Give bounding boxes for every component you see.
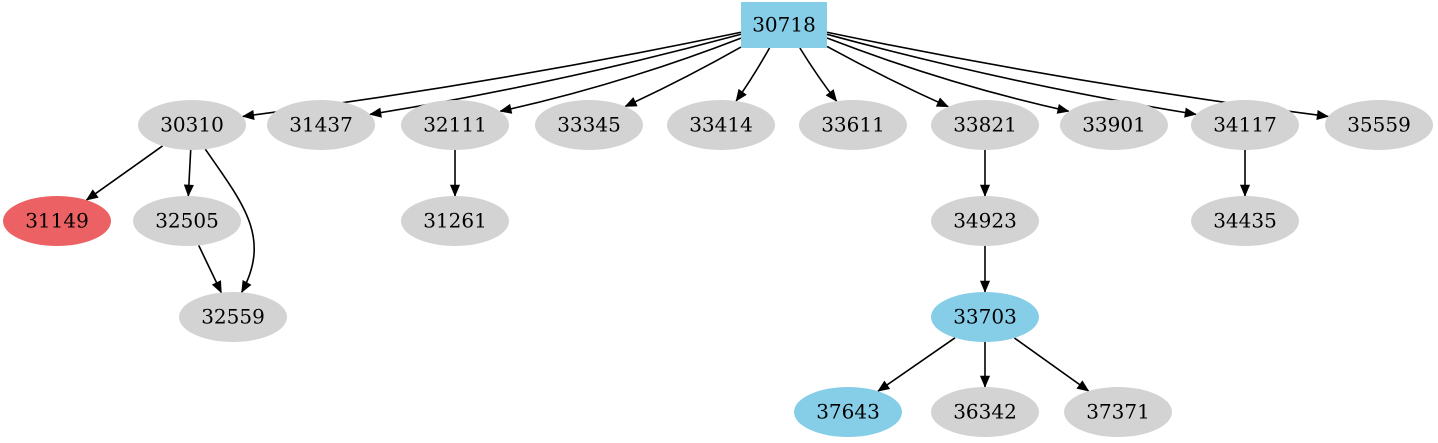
graph-node-34923[interactable]: 34923	[931, 196, 1039, 246]
node-ellipse[interactable]	[3, 196, 111, 246]
node-label: 34435	[1213, 209, 1277, 233]
node-ellipse[interactable]	[931, 196, 1039, 246]
node-label: 32505	[155, 209, 219, 233]
arrow-head-icon	[979, 280, 991, 293]
graph-node-31261[interactable]: 31261	[401, 196, 509, 246]
arrow-head-icon	[979, 375, 991, 388]
graph-node-32505[interactable]: 32505	[133, 196, 241, 246]
node-ellipse[interactable]	[1060, 100, 1168, 150]
arrow-head-icon	[369, 107, 382, 118]
node-ellipse[interactable]	[535, 100, 643, 150]
edge-30718-to-32111	[499, 37, 742, 113]
arrow-head-icon	[1076, 380, 1090, 392]
graph-node-32559[interactable]: 32559	[179, 292, 287, 342]
arrow-head-icon	[85, 189, 99, 201]
arrow-head-icon	[624, 97, 638, 107]
node-ellipse[interactable]	[1064, 387, 1172, 437]
graph-node-33611[interactable]: 33611	[799, 100, 907, 150]
node-ellipse[interactable]	[133, 196, 241, 246]
graph-node-33414[interactable]: 33414	[667, 100, 775, 150]
node-label: 31261	[423, 209, 487, 233]
graph-node-37371[interactable]: 37371	[1064, 387, 1172, 437]
graph-node-33703[interactable]: 33703	[931, 292, 1039, 342]
graph-node-33345[interactable]: 33345	[535, 100, 643, 150]
node-label: 33821	[953, 113, 1017, 137]
node-rect[interactable]	[741, 2, 827, 48]
node-label: 31149	[25, 209, 89, 233]
node-label: 30310	[160, 113, 224, 137]
arrow-head-icon	[825, 89, 838, 102]
node-label: 37643	[816, 400, 880, 424]
arrow-head-icon	[183, 184, 194, 197]
arrow-head-icon	[877, 380, 891, 392]
node-ellipse[interactable]	[667, 100, 775, 150]
arrow-head-icon	[935, 97, 949, 108]
node-label: 33414	[689, 113, 753, 137]
node-label: 32559	[201, 305, 265, 329]
graph-node-31149[interactable]: 31149	[3, 196, 111, 246]
node-label: 31437	[289, 113, 353, 137]
node-ellipse[interactable]	[931, 292, 1039, 342]
graph-node-36342[interactable]: 36342	[931, 387, 1039, 437]
edge-30718-to-33821	[826, 45, 949, 108]
node-ellipse[interactable]	[267, 100, 375, 150]
node-ellipse[interactable]	[1191, 100, 1299, 150]
graph-node-33821[interactable]: 33821	[931, 100, 1039, 150]
arrow-head-icon	[1239, 184, 1251, 197]
node-label: 30718	[752, 13, 816, 37]
graph-node-32111[interactable]: 32111	[401, 100, 509, 150]
arrow-head-icon	[1056, 103, 1070, 114]
arrow-head-icon	[1184, 107, 1197, 118]
graph-node-35559[interactable]: 35559	[1325, 100, 1433, 150]
node-label: 33703	[953, 305, 1017, 329]
node-ellipse[interactable]	[1325, 100, 1433, 150]
edge-30718-to-33901	[826, 37, 1069, 113]
arrow-head-icon	[449, 184, 461, 197]
nodes-layer: 30718 30310 31437 32111 33345 33414 33611 33821…	[3, 2, 1433, 437]
node-ellipse[interactable]	[401, 100, 509, 150]
edge-30718-to-31437	[369, 33, 742, 116]
node-label: 34117	[1213, 113, 1277, 137]
edge-30310-to-31149	[85, 145, 164, 201]
edge-33703-to-37643	[877, 337, 956, 392]
node-ellipse[interactable]	[401, 196, 509, 246]
arrow-head-icon	[499, 103, 513, 114]
node-ellipse[interactable]	[931, 387, 1039, 437]
node-ellipse[interactable]	[799, 100, 907, 150]
node-label: 37371	[1086, 400, 1150, 424]
node-label: 32111	[423, 113, 487, 137]
graph-node-31437[interactable]: 31437	[267, 100, 375, 150]
edges-layer	[85, 31, 1330, 392]
graph-node-30310[interactable]: 30310	[138, 100, 246, 150]
arrow-head-icon	[735, 88, 747, 102]
arrow-head-icon	[241, 109, 255, 120]
edge-30718-to-33345	[624, 46, 742, 108]
arrow-head-icon	[241, 279, 252, 294]
graph-node-33901[interactable]: 33901	[1060, 100, 1168, 150]
edge-30718-to-34117	[826, 33, 1197, 116]
graph-node-37643[interactable]: 37643	[794, 387, 902, 437]
node-label: 34923	[953, 209, 1017, 233]
node-ellipse[interactable]	[794, 387, 902, 437]
node-ellipse[interactable]	[1191, 196, 1299, 246]
node-ellipse[interactable]	[931, 100, 1039, 150]
graph-node-34117[interactable]: 34117	[1191, 100, 1299, 150]
edge-30310-to-32559	[204, 148, 256, 293]
edge-33703-to-37371	[1013, 337, 1090, 392]
node-label: 35559	[1347, 113, 1411, 137]
node-label: 36342	[953, 400, 1017, 424]
arrow-head-icon	[1316, 110, 1330, 121]
arrow-head-icon	[979, 184, 991, 197]
node-ellipse[interactable]	[138, 100, 246, 150]
graph-node-30718[interactable]: 30718	[741, 2, 827, 48]
graph-node-34435[interactable]: 34435	[1191, 196, 1299, 246]
node-ellipse[interactable]	[179, 292, 287, 342]
arrow-head-icon	[211, 280, 222, 294]
node-label: 33611	[821, 113, 885, 137]
node-label: 33901	[1082, 113, 1146, 137]
node-label: 33345	[557, 113, 621, 137]
